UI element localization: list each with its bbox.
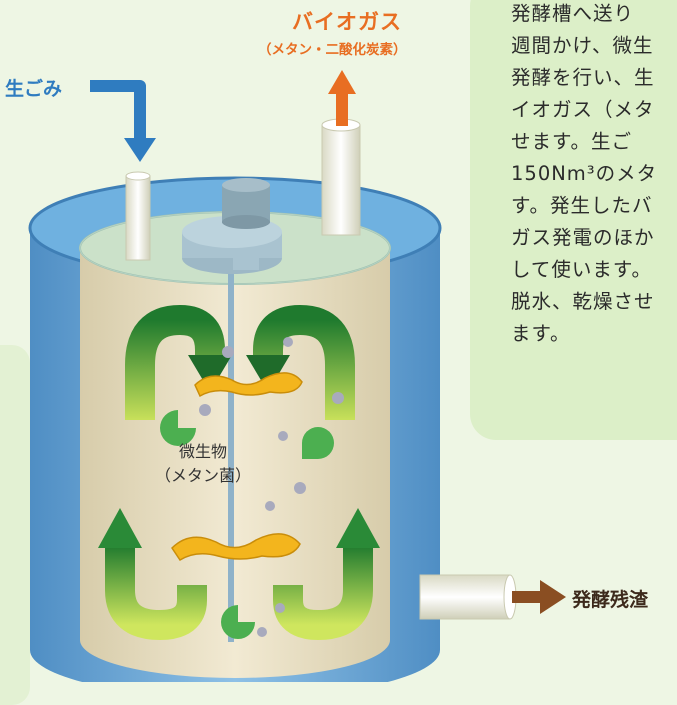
description-line: イオガス（メタ bbox=[511, 98, 655, 121]
garbage-label: 生ごみ bbox=[5, 78, 63, 100]
stirrer bbox=[182, 178, 282, 642]
left-panel-background bbox=[0, 345, 30, 705]
residue-label: 発酵残渣 bbox=[572, 589, 649, 611]
garbage-inlet-pipe bbox=[125, 171, 151, 261]
text-panel-background bbox=[470, 0, 677, 440]
microbe-label-line2: （メタン菌） bbox=[154, 466, 251, 485]
microbe-label-line1: 微生物 bbox=[178, 442, 227, 461]
fermentation-tank-diagram bbox=[28, 70, 566, 682]
bubbles bbox=[199, 337, 344, 637]
description-line: ます。 bbox=[511, 322, 571, 345]
description-line: 週間かけ、微生 bbox=[511, 34, 654, 57]
description-line: 発酵を行い、生 bbox=[511, 66, 655, 89]
description-line: 150Nm³のメタ bbox=[511, 162, 658, 185]
description-line: 発酵槽へ送り bbox=[511, 2, 635, 25]
biogas-outlet-pipe bbox=[321, 118, 361, 236]
garbage-inflow-arrow bbox=[90, 80, 156, 162]
circulation-arrows bbox=[98, 304, 380, 641]
residue-outlet-pipe bbox=[419, 574, 517, 620]
microbes-yellow bbox=[171, 372, 303, 562]
description-line: して使います。 bbox=[511, 258, 652, 281]
biogas-label: バイオガス bbox=[292, 10, 402, 34]
residue-outflow-arrow bbox=[512, 580, 566, 614]
description-line: 脱水、乾燥させ bbox=[511, 290, 655, 313]
microbes-pacman bbox=[160, 410, 334, 639]
biogas-outflow-arrow bbox=[328, 70, 356, 126]
description-line: ガス発電のほか bbox=[511, 226, 655, 249]
description-line: す。発生したバ bbox=[511, 194, 653, 217]
description-line: せます。生ご bbox=[511, 130, 633, 153]
biogas-composition-label: （メタン・二酸化炭素） bbox=[258, 42, 407, 58]
description-text: 発酵槽へ送り 週間かけ、微生 発酵を行い、生 イオガス（メタ せます。生ご 15… bbox=[511, 0, 677, 350]
microbe-label: 微生物 （メタン菌） bbox=[140, 440, 266, 488]
